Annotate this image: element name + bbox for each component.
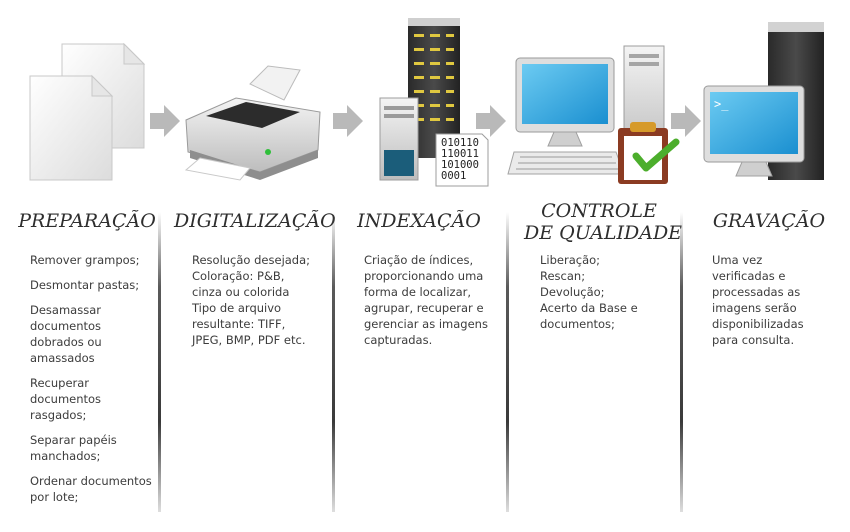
terminal-prompt: >_ xyxy=(714,97,729,111)
step-title-gravacao: GRAVAÇÃO xyxy=(712,210,826,232)
printer-icon xyxy=(184,65,321,181)
arrow-icon xyxy=(333,105,363,137)
list-item: Acerto da Base e documentos; xyxy=(540,301,638,331)
binary-document-icon: 010110 110011 101000 0001 xyxy=(435,133,489,187)
list-item: Recuperar documentos rasgados; xyxy=(30,376,102,422)
step-title-line-2: DE QUALIDADE xyxy=(524,222,683,244)
server-icon xyxy=(379,18,460,181)
list-item: Remover grampos; xyxy=(30,253,140,267)
arrow-icon xyxy=(476,105,506,137)
workstation-icon: >_ xyxy=(703,22,824,180)
illustrations: 010110 110011 101000 0001 xyxy=(29,18,824,187)
list-item: Coloração: P&B, cinza ou colorida xyxy=(192,269,290,299)
column-divider xyxy=(332,212,335,512)
binary-line-2: 110011 xyxy=(441,148,479,160)
step-title-line-1: CONTROLE xyxy=(541,200,657,222)
step-list-preparacao: Remover grampos; Desmontar pastas; Desam… xyxy=(30,252,152,514)
list-item: Liberação; xyxy=(540,253,601,267)
list-item: Rescan; xyxy=(540,269,586,283)
column-divider xyxy=(158,212,161,512)
step-title-indexacao: INDEXAÇÃO xyxy=(357,210,481,232)
list-item: Ordenar documentos por lote; xyxy=(30,474,152,504)
binary-line-1: 010110 xyxy=(441,137,479,149)
binary-line-4: 0001 xyxy=(441,170,466,182)
documents-icon xyxy=(29,42,146,181)
column-divider xyxy=(680,212,683,512)
list-item: Uma vez verificadas e processadas as ima… xyxy=(712,253,804,347)
list-item: Devolução; xyxy=(540,285,605,299)
step-title-preparacao: PREPARAÇÃO xyxy=(18,210,156,232)
list-item: Criação de índices, proporcionando uma f… xyxy=(364,253,488,347)
column-divider xyxy=(506,212,509,512)
step-list-digitalizacao: Resolução desejada; Coloração: P&B, cinz… xyxy=(192,252,316,348)
list-item: Desamassar documentos dobrados ou amassa… xyxy=(30,303,102,365)
list-item: Desmontar pastas; xyxy=(30,278,140,292)
list-item: Separar papéis manchados; xyxy=(30,433,117,463)
arrow-icon xyxy=(671,105,701,137)
binary-line-3: 101000 xyxy=(441,159,479,171)
step-title-digitalizacao: DIGITALIZAÇÃO xyxy=(174,210,336,232)
step-list-indexacao: Criação de índices, proporcionando uma f… xyxy=(364,252,494,348)
flow-arrows xyxy=(150,105,701,137)
step-title-controle-qualidade: CONTROLE DE QUALIDADE xyxy=(524,200,683,244)
step-list-controle-qualidade: Liberação; Rescan; Devolução; Acerto da … xyxy=(540,252,668,332)
clipboard-check-icon xyxy=(618,122,680,184)
step-list-gravacao: Uma vez verificadas e processadas as ima… xyxy=(712,252,826,348)
list-item: Tipo de arquivo resultante: TIFF, JPEG, … xyxy=(192,301,306,347)
list-item: Resolução desejada; xyxy=(192,253,311,267)
arrow-icon xyxy=(150,105,180,137)
